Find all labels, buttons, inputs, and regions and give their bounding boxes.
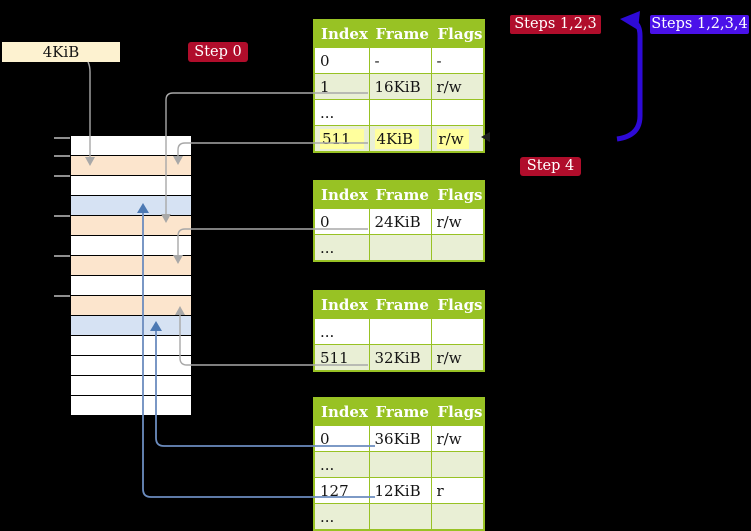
table-header-row: Index Frame Flags [313,19,484,48]
cell-index: ... [313,234,370,262]
memory-frame-row [71,396,191,415]
cell-flags: r/w [430,208,484,235]
step4-label: Step 4 [520,157,581,176]
cell-frame: 36KiB [368,425,432,452]
cell-frame: - [368,47,432,74]
cell-flags: r/w [430,73,484,100]
column-header-flags: Flags [430,19,484,48]
cell-index: 0 [313,425,370,452]
page-table-level2: Index Frame Flags ... 511 32KiB r/w [313,290,485,372]
memory-frame-row [71,176,191,196]
highlighted-value: r/w [436,128,469,149]
tick-mark [54,175,70,177]
recursive-loop-arrowhead-icon [620,11,640,30]
cell-flags [430,503,484,531]
tick-mark [54,255,70,257]
column-header-index: Index [313,19,370,48]
cell-flags: - [430,47,484,74]
memory-frame-row [71,276,191,296]
tick-mark [54,137,70,139]
cell-frame [368,503,432,531]
column-header-frame: Frame [368,290,432,319]
table-row: 511 32KiB r/w [313,344,484,372]
cell-frame [368,234,432,262]
table-row: 0 36KiB r/w [313,425,484,452]
column-header-index: Index [313,397,370,426]
cell-index: 511 [313,344,370,372]
table-row: 0 - - [313,47,484,74]
cell-frame: 4KiB [368,125,432,153]
cell-frame [368,99,432,126]
table-row: ... [313,503,484,531]
cell-index: ... [313,503,370,531]
cell-index: ... [313,318,370,345]
memory-frame-row [71,136,191,156]
cell-flags [430,234,484,262]
recursive-loop-arrow [616,19,643,142]
memory-frame-row [71,256,191,276]
memory-frame-row [71,356,191,376]
memory-frame-row [71,156,191,176]
cell-frame: 24KiB [368,208,432,235]
table-header-row: Index Frame Flags [313,290,484,319]
steps1234-label: Steps 1,2,3,4 [650,15,749,34]
cell-index: 0 [313,47,370,74]
table-row: 1 16KiB r/w [313,73,484,100]
tick-mark [54,215,70,217]
column-header-flags: Flags [430,397,484,426]
step0-label: Step 0 [188,42,248,62]
table-row: 127 12KiB r [313,477,484,504]
cell-flags [430,451,484,478]
cell-index: ... [313,99,370,126]
tick-mark [54,155,70,157]
cell-index: 127 [313,477,370,504]
cell-flags: r/w [430,125,484,153]
column-header-frame: Frame [368,180,432,209]
cell-index: 0 [313,208,370,235]
table-header-row: Index Frame Flags [313,397,484,426]
cell-index: ... [313,451,370,478]
table-row: ... [313,318,484,345]
cell-frame: 16KiB [368,73,432,100]
cell-frame [368,318,432,345]
column-header-frame: Frame [368,397,432,426]
cell-index: 511 [313,125,370,153]
column-header-frame: Frame [368,19,432,48]
memory-frame-row [71,196,191,216]
column-header-flags: Flags [430,180,484,209]
memory-frame-row [71,336,191,356]
table-header-row: Index Frame Flags [313,180,484,209]
steps123-label: Steps 1,2,3 [510,15,601,34]
table-row: 0 24KiB r/w [313,208,484,235]
table-row-highlighted: 511 4KiB r/w [313,125,484,153]
cell-index: 1 [313,73,370,100]
column-header-index: Index [313,290,370,319]
column-header-index: Index [313,180,370,209]
memory-frame-row [71,296,191,316]
cell-frame: 32KiB [368,344,432,372]
cell-flags [430,318,484,345]
table-row: ... [313,234,484,262]
page-table-level3: Index Frame Flags 0 24KiB r/w ... [313,180,485,262]
table-row: ... [313,99,484,126]
cell-flags: r/w [430,344,484,372]
cell-flags: r [430,477,484,504]
table-row: ... [313,451,484,478]
page-table-level4: Index Frame Flags 0 - - 1 16KiB r/w ... … [313,19,485,153]
memory-frame-row [71,216,191,236]
frame-size-label: 4KiB [2,42,120,62]
column-header-flags: Flags [430,290,484,319]
memory-frame-row [71,316,191,336]
highlighted-value: 511 [320,128,364,149]
cell-frame: 12KiB [368,477,432,504]
memory-frame-row [71,376,191,396]
page-table-level1: Index Frame Flags 0 36KiB r/w ... 127 12… [313,397,485,531]
highlighted-value: 4KiB [374,128,419,149]
physical-memory-strip [70,135,192,416]
cell-flags: r/w [430,425,484,452]
cell-flags [430,99,484,126]
memory-frame-row [71,236,191,256]
tick-mark [54,295,70,297]
cell-frame [368,451,432,478]
